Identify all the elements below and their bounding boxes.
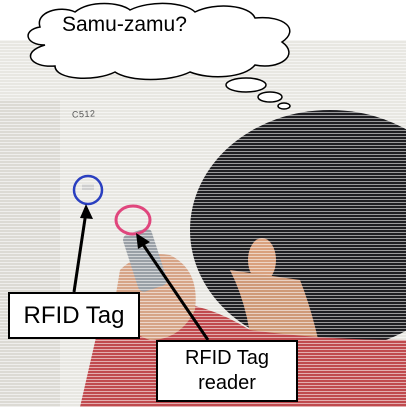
rfid-reader-label: RFID Tag reader [156, 340, 298, 402]
thought-bubble-trail-medium [257, 91, 283, 103]
rfid-tag-arrow-line [72, 211, 88, 293]
rfid-tag-label-text: RFID Tag [23, 302, 125, 329]
rfid-reader-circle [114, 204, 152, 236]
rfid-tag-label: RFID Tag [8, 292, 140, 339]
rfid-tag-arrowhead [80, 204, 93, 219]
thought-bubble-cloud [27, 2, 291, 81]
rfid-tag-circle [72, 174, 104, 206]
rfid-reader-arrowhead [136, 233, 150, 249]
thought-bubble-trail-large [225, 77, 267, 93]
rfid-reader-label-line2: reader [198, 372, 256, 394]
rfid-reader-label-line1: RFID Tag [184, 347, 270, 369]
thought-bubble-text: Samu-zamu? [62, 13, 187, 36]
rfid-reader-arrow-line [138, 239, 210, 341]
thought-bubble-trail-small [277, 102, 291, 110]
